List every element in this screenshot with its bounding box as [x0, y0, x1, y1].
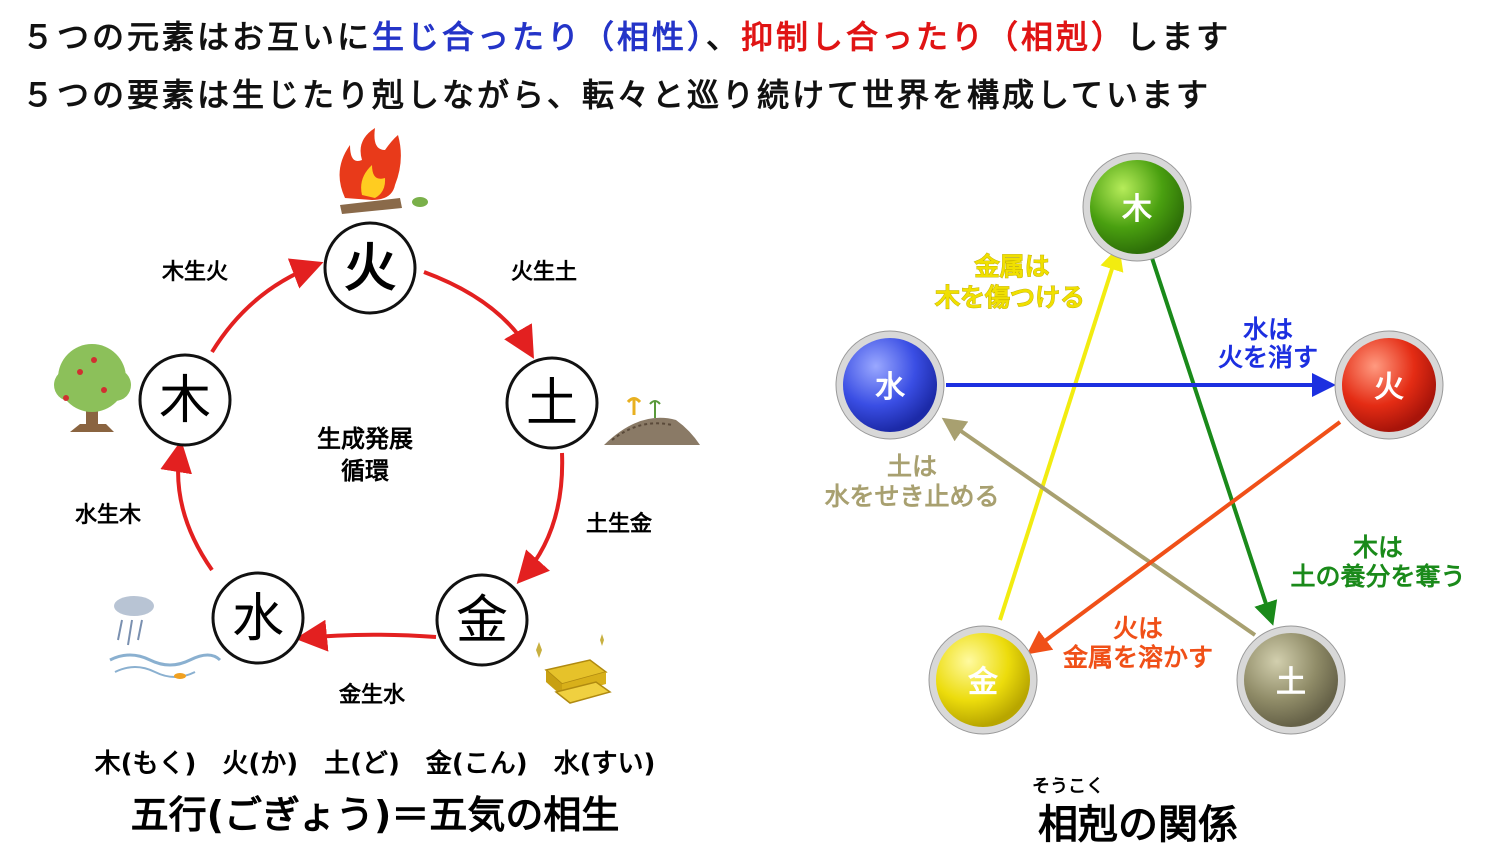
label-fire-metal-line-2: 金属を溶かす	[1062, 643, 1213, 672]
element-metal-label: 金	[967, 665, 999, 700]
arrow-earth-to-metal	[516, 452, 565, 584]
edge-label-metal-water: 金生水	[338, 682, 406, 708]
element-fire-label: 火	[1374, 370, 1404, 405]
arrow-wood-to-earth	[1150, 257, 1278, 626]
label-water-fire: 水は 火を消す	[1218, 315, 1318, 372]
label-fire-metal-line-1: 火は	[1113, 614, 1163, 643]
arrow-water-to-wood	[160, 440, 214, 572]
label-earth-water-line-1: 土は	[887, 452, 937, 481]
node-wood-label: 木	[159, 371, 211, 431]
arrow-wood-to-fire	[210, 258, 324, 354]
readings-line: 木(もく) 火(か) 土(ど) 金(こん) 水(すい)	[94, 748, 656, 779]
headline-soukoku: 抑制し合ったり（相剋）	[741, 18, 1127, 56]
headline-sousei: 生じ合ったり（相性）	[372, 18, 707, 56]
headline-part-5: します	[1126, 18, 1232, 56]
node-metal-label: 金	[456, 591, 508, 651]
edge-label-earth-metal: 土生金	[586, 511, 653, 537]
label-wood-earth-line-1: 木は	[1352, 533, 1403, 562]
edge-label-water-wood: 水生木	[75, 503, 142, 528]
rain-water-illustration	[109, 596, 222, 679]
element-wood-label: 木	[1121, 192, 1152, 227]
node-earth: 土	[505, 356, 599, 450]
node-earth-label: 土	[526, 374, 578, 434]
label-metal-wood-line-2: 木を傷つける	[934, 283, 1085, 312]
soukoku-title: 相剋の関係	[1038, 802, 1238, 848]
edge-label-fire-earth: 火生土	[511, 260, 577, 285]
headline-line-1: ５つの元素はお互いに生じ合ったり（相性）、抑制し合ったり（相剋）します	[22, 12, 1231, 58]
label-metal-wood-line-1: 金属は	[973, 252, 1049, 281]
headline-comma: 、	[706, 18, 742, 56]
label-wood-earth: 木は 土の養分を奪う	[1290, 533, 1465, 591]
arrow-metal-to-wood	[998, 246, 1124, 621]
headline-line-2: ５つの要素は生じたり剋しながら、転々と巡り続けて世界を構成しています	[22, 76, 1212, 114]
node-fire: 火	[323, 221, 417, 315]
label-water-fire-line-1: 水は	[1243, 315, 1293, 344]
center-text-line-1: 生成発展	[317, 425, 413, 453]
soukoku-furigana: そうこく	[1032, 776, 1104, 797]
element-water-label: 水	[875, 370, 906, 405]
label-earth-water: 土は 水をせき止める	[824, 452, 999, 511]
edge-label-wood-fire: 木生火	[161, 260, 228, 285]
center-text-line-2: 循環	[341, 457, 390, 485]
arrow-earth-to-water	[941, 417, 1257, 637]
arrow-metal-to-water	[295, 619, 437, 652]
element-earth: 土	[1236, 625, 1346, 735]
label-fire-metal: 火は 金属を溶かす	[1062, 614, 1213, 672]
tree-illustration	[54, 344, 131, 432]
node-water: 水	[211, 571, 305, 665]
label-water-fire-line-2: 火を消す	[1218, 343, 1318, 372]
element-earth-label: 土	[1276, 665, 1306, 700]
node-water-label: 水	[232, 589, 284, 649]
element-wood: 木	[1082, 152, 1192, 262]
headline-part-1: ５つの元素はお互いに	[22, 18, 373, 56]
arrow-fire-to-earth	[423, 270, 535, 359]
node-fire-label: 火	[344, 239, 396, 299]
element-metal: 金	[928, 625, 1038, 735]
soukoku-diagram: 木 火 土 金 水 金属は 木を傷つける 水は 火を消す	[824, 152, 1466, 848]
element-water: 水	[835, 330, 945, 440]
label-metal-wood: 金属は 木を傷つける	[934, 252, 1086, 313]
label-earth-water-line-2: 水をせき止める	[824, 482, 999, 511]
gold-bars-illustration	[536, 634, 612, 704]
element-fire: 火	[1334, 330, 1444, 440]
node-wood: 木	[138, 353, 232, 447]
soil-illustration	[604, 397, 700, 445]
node-metal: 金	[435, 573, 529, 667]
label-wood-earth-line-2: 土の養分を奪う	[1290, 562, 1465, 591]
arrow-fire-to-metal	[1026, 420, 1342, 655]
campfire-illustration	[339, 128, 428, 214]
sousei-diagram: 火 土 金 水 木 木生火 火生土 土生金 金生水 水生木 生成発展 循環	[54, 128, 700, 837]
sousei-title: 五行(ごぎょう)＝五気の相生	[131, 793, 620, 837]
